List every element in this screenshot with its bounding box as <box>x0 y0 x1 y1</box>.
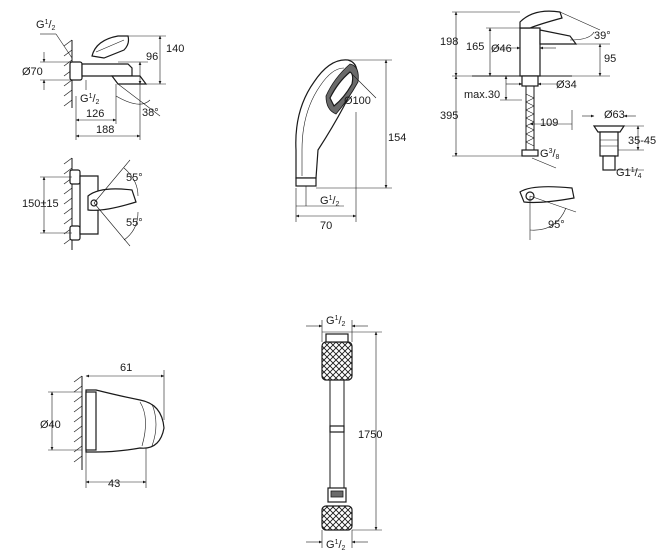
hose-top-nut <box>321 341 353 381</box>
hose-bottom-nut <box>321 505 353 531</box>
dim-43-label: 43 <box>108 478 120 490</box>
hose-thread-top: G1/2 <box>326 315 346 328</box>
bath-mixer-labels: G1/2 140 96 Ø70 G1/2 126 188 38° <box>22 19 184 136</box>
angle-95-label: 95° <box>548 219 565 231</box>
center-150-label: 150±15 <box>22 198 59 210</box>
basin-spout <box>539 29 578 45</box>
angle-38-label: 38° <box>142 107 159 119</box>
thread-label-top: G1/2 <box>36 19 56 32</box>
dim-198-label: 198 <box>440 36 458 48</box>
pop-up-waste <box>582 114 644 171</box>
mixer-body <box>81 63 133 77</box>
bath-mixer-front-view <box>40 157 139 250</box>
hand-shower-thread: G1/2 <box>320 195 340 208</box>
dim-165-label: 165 <box>466 41 484 53</box>
dia-40-label: Ø40 <box>40 419 61 431</box>
dim-95-label: 95 <box>604 53 616 65</box>
basin-lever-top-view <box>519 186 577 240</box>
angle-55-top-label: 55° <box>126 172 143 184</box>
dim-109-label: 109 <box>540 117 558 129</box>
dim-1750-label: 1750 <box>358 429 382 441</box>
hand-shower-labels: Ø100 154 G1/2 70 <box>320 95 406 232</box>
wall-holder <box>48 370 165 488</box>
dia-63-label: Ø63 <box>604 109 625 121</box>
shower-connector <box>295 177 317 187</box>
dim-188-label: 188 <box>96 124 114 136</box>
hose-thread-bottom: G1/2 <box>326 539 346 552</box>
dim-61-label: 61 <box>120 362 132 374</box>
dia-46-label: Ø46 <box>491 43 512 55</box>
front-lever <box>87 188 137 211</box>
hand-shower <box>295 59 392 222</box>
angle-39-label: 39° <box>594 30 611 42</box>
dia-34-label: Ø34 <box>556 79 577 91</box>
dim-140-label: 140 <box>166 43 184 55</box>
shower-hose-labels: G1/2 1750 G1/2 <box>326 315 382 552</box>
basin-thread-label: G3/8 <box>540 148 560 161</box>
thread-label-bottom: G1/2 <box>80 93 100 106</box>
max-30-label: max.30 <box>464 89 500 101</box>
range-35-45-label: 35-45 <box>628 135 656 147</box>
bath-mixer-side-view <box>40 33 166 140</box>
pop-up-waste-labels: Ø63 35-45 G11/4 <box>604 109 656 180</box>
dim-154-label: 154 <box>388 132 406 144</box>
basin-mount <box>521 75 539 87</box>
basin-body <box>519 27 541 77</box>
dim-395-label: 395 <box>440 110 458 122</box>
angle-55-bottom-label: 55° <box>126 217 143 229</box>
basin-mixer-labels: 198 165 Ø46 39° 95 Ø34 max.30 395 109 G3… <box>440 30 616 161</box>
dim-70-label: 70 <box>320 220 332 232</box>
shower-hose <box>306 320 382 548</box>
holder-body <box>85 389 165 453</box>
escutcheon <box>69 61 83 81</box>
waste-thread-label: G11/4 <box>616 167 642 180</box>
lever <box>91 35 130 59</box>
flex-hose <box>525 93 535 147</box>
dia-70-label: Ø70 <box>22 66 43 78</box>
dim-96-label: 96 <box>146 51 158 63</box>
dim-126-label: 126 <box>86 108 104 120</box>
basin-mixer <box>452 10 610 169</box>
basin-lever <box>519 10 563 29</box>
dia-100-label: Ø100 <box>344 95 371 107</box>
bath-front-labels: 55° 55° 150±15 <box>22 172 143 229</box>
spout <box>110 75 148 85</box>
wall-holder-labels: 61 Ø40 43 <box>40 362 132 490</box>
wall-hatch <box>63 39 73 107</box>
